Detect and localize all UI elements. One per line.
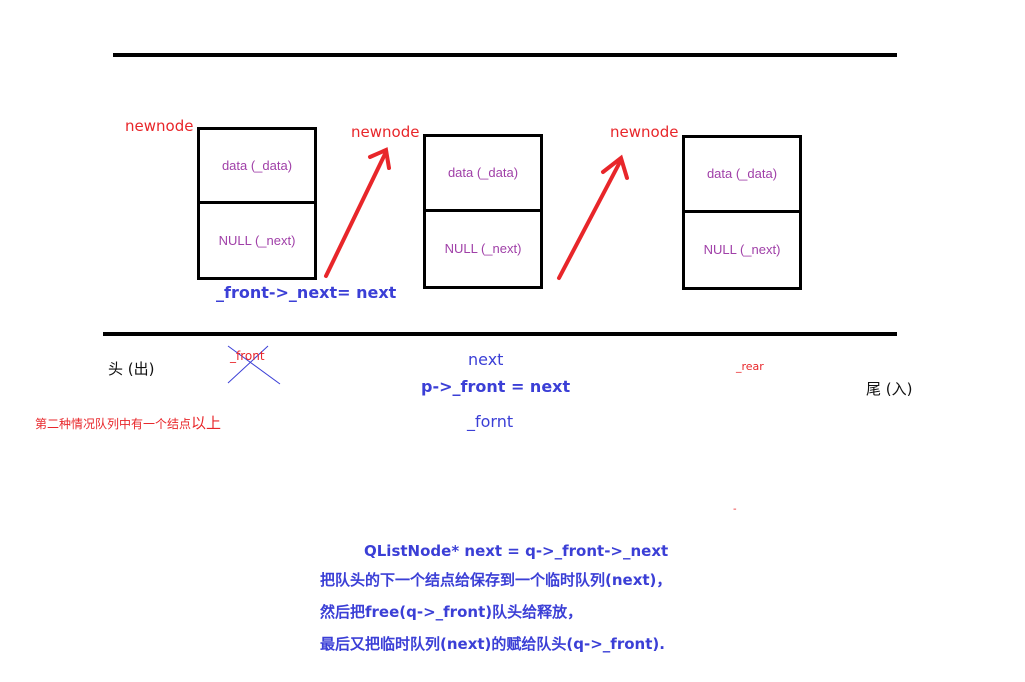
- tail-label: 尾 (入): [866, 380, 913, 398]
- case-note-large: 以上: [191, 414, 222, 432]
- newnode-label-3: newnode: [610, 123, 679, 141]
- explanation-line-4: 最后又把临时队列(next)的赋给队头(q->_front).: [320, 635, 665, 653]
- node-next-field: NULL (_next): [444, 241, 522, 257]
- dash-mark: -: [733, 504, 737, 515]
- cross-mark: [227, 345, 281, 385]
- node-data-field: data (_data): [426, 137, 540, 212]
- queue-node-3: data (_data) NULL (_next): [682, 135, 802, 290]
- fornt-label: _fornt: [467, 412, 514, 431]
- node-data-field: data (_data): [200, 130, 314, 204]
- rear-label: _rear: [736, 360, 764, 373]
- front-crossed-label: _front: [230, 349, 265, 363]
- queue-node-2: data (_data) NULL (_next): [423, 134, 543, 289]
- p-front-expression: p->_front = next: [421, 377, 571, 396]
- head-label: 头 (出): [108, 360, 155, 378]
- explanation-line-3: 然后把free(q->_front)队头给释放，: [320, 603, 583, 621]
- newnode-label-2: newnode: [351, 123, 420, 141]
- arrow-node1-to-node2: [324, 147, 391, 278]
- node-next-field: NULL (_next): [218, 232, 296, 248]
- newnode-label-1: newnode: [125, 117, 194, 135]
- front-next-expression: _front->_next= next: [216, 283, 397, 302]
- case-note: 第二种情况队列中有一个结点以上: [35, 415, 221, 431]
- explanation-line-1: QListNode* next = q->_front->_next: [364, 542, 669, 560]
- node-next-field: NULL (_next): [703, 242, 781, 258]
- case-note-small: 第二种情况队列中有一个结点: [35, 417, 192, 431]
- next-label: next: [468, 350, 504, 369]
- explanation-line-2: 把队头的下一个结点给保存到一个临时队列(next)，: [320, 571, 672, 589]
- arrow-node2-to-node3: [557, 154, 629, 280]
- queue-node-1: data (_data) NULL (_next): [197, 127, 317, 280]
- node-data-field: data (_data): [685, 138, 799, 213]
